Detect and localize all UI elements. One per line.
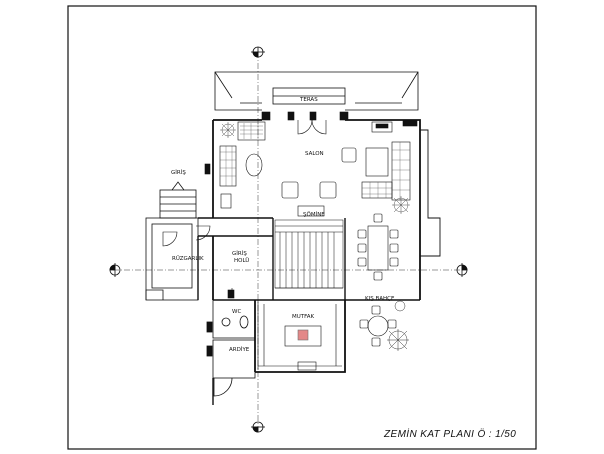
roof-outline <box>214 71 419 111</box>
axis-lines <box>113 52 465 432</box>
ruzgarlik-door <box>162 231 178 247</box>
salon-furniture <box>204 119 418 217</box>
plant-salon-nw <box>220 122 236 138</box>
winter-garden-table <box>359 305 397 347</box>
label-mutfak: MUTFAK <box>292 314 315 320</box>
label-somine: ŞÖMİNE <box>303 211 325 218</box>
label-giris-holu-2: HOLÜ <box>234 257 249 264</box>
label-salon: SALON <box>305 151 324 157</box>
staircase <box>274 219 344 289</box>
entrance-steps <box>145 181 199 301</box>
axis-marker-top <box>251 46 265 58</box>
kitchen-fixtures <box>257 300 342 371</box>
terrace-doors <box>261 111 349 135</box>
label-teras: TERAS <box>299 97 318 103</box>
plant-salon-east <box>392 196 410 214</box>
dining-set <box>357 213 399 281</box>
interior-walls <box>197 217 420 301</box>
label-kis-bahcesi: KIŞ BAHÇE <box>365 296 395 302</box>
east-wing <box>420 129 441 257</box>
label-giris-holu-1: GİRİŞ <box>232 250 247 257</box>
label-giris: GİRİŞ <box>171 169 186 176</box>
label-wc: WC <box>232 309 241 315</box>
salon-doors <box>195 225 235 299</box>
exterior-walls <box>212 119 421 373</box>
drawing-title: ZEMİN KAT PLANI Ö : 1/50 <box>383 428 516 440</box>
axis-marker-left <box>109 263 121 277</box>
plant-winter-garden <box>387 300 409 351</box>
axis-marker-right <box>456 263 468 277</box>
service-rooms <box>206 299 256 405</box>
sheet-border <box>67 5 537 450</box>
label-ruzgarlik: RÜZGARLIK <box>172 255 204 262</box>
axis-marker-bottom <box>251 421 265 433</box>
label-ardiye: ARDİYE <box>229 346 250 353</box>
